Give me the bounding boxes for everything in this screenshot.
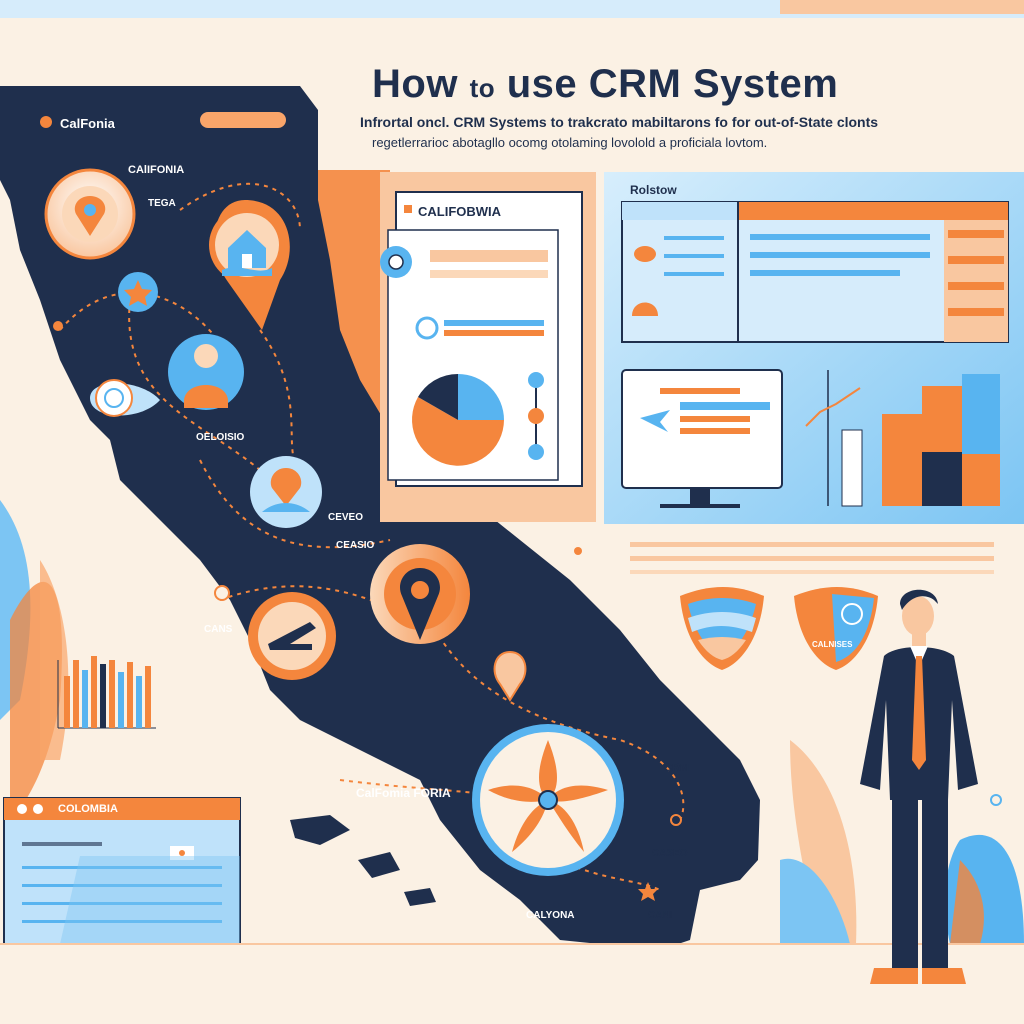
shield-left [680,587,764,670]
plant-right-orange [790,740,857,944]
divider-3 [630,570,994,574]
marker-person [168,334,244,410]
marker-flower [472,724,624,876]
plant-right-orange-2 [950,860,984,944]
label-oeloisio: OELOISIO [196,432,245,443]
bar-chart-right [805,370,1000,507]
bottom-window [3,797,241,945]
subtitle-line-2: regetlerrarioc abotagllo ocomg otolaming… [372,135,768,150]
label-ceasio: CEASIO [336,540,375,551]
marker-pin-large [370,544,470,644]
route-star [638,882,658,901]
label-calyona: CALYONA [526,910,575,921]
floor [0,944,1024,1024]
deco-dot-right [990,794,1002,806]
title-word-to: to [469,73,496,103]
california-crm-card [380,172,596,522]
route-dot-3 [670,814,682,826]
rolstow-label: Rolstow [630,183,677,197]
divider-2 [630,556,994,561]
bottom-window-title: COLOMBIA [58,803,118,815]
map-badge-label: CalFonia [60,116,115,131]
subtitle-line-1: Infrortal oncl. CRM Systems to trakcrato… [360,114,879,130]
california-card-title: CALIFOBWIA [418,204,502,219]
monitor [621,369,783,508]
plant-left-orange-2 [40,560,69,760]
label-crm: CRM [664,762,690,774]
mini-bar-chart-left [57,656,156,729]
island-1 [290,815,350,845]
label-tega: TEGA [148,198,176,209]
label-california-bottom: CalFomia FORIA [356,786,451,800]
divider-1 [630,542,994,547]
marker-home [209,200,290,330]
label-california-top: CAlIFONIA [128,164,185,176]
marker-star [118,272,158,312]
marker-location-1 [44,168,136,260]
route-dot-2 [214,585,230,601]
businessman [860,589,978,984]
label-caseo: CASEO [652,848,688,859]
page-title: How to use CRM System [372,62,838,107]
island-2 [358,852,400,878]
shield-label: CALNISES [812,640,853,649]
marker-plane [248,592,336,680]
title-word-rest: use CRM System [506,62,839,106]
top-sky-strip [0,0,1024,18]
title-word-how: How [372,62,458,106]
marker-location-2 [250,456,322,528]
shield-right [794,587,878,670]
route-dot-1 [53,321,63,331]
label-cans: CANS [204,624,233,635]
top-orange-accent [780,0,1024,14]
marker-fingerprint [90,379,160,417]
map-badge-dot [40,116,52,128]
plant-right-blue-2 [780,858,850,944]
island-3 [404,888,436,906]
marker-small-pin [493,650,527,702]
map-top-pill [200,112,286,128]
label-ceveo: CEVEO [328,512,364,523]
label-cani: CANI [648,910,673,921]
bullet-dot [574,547,582,555]
